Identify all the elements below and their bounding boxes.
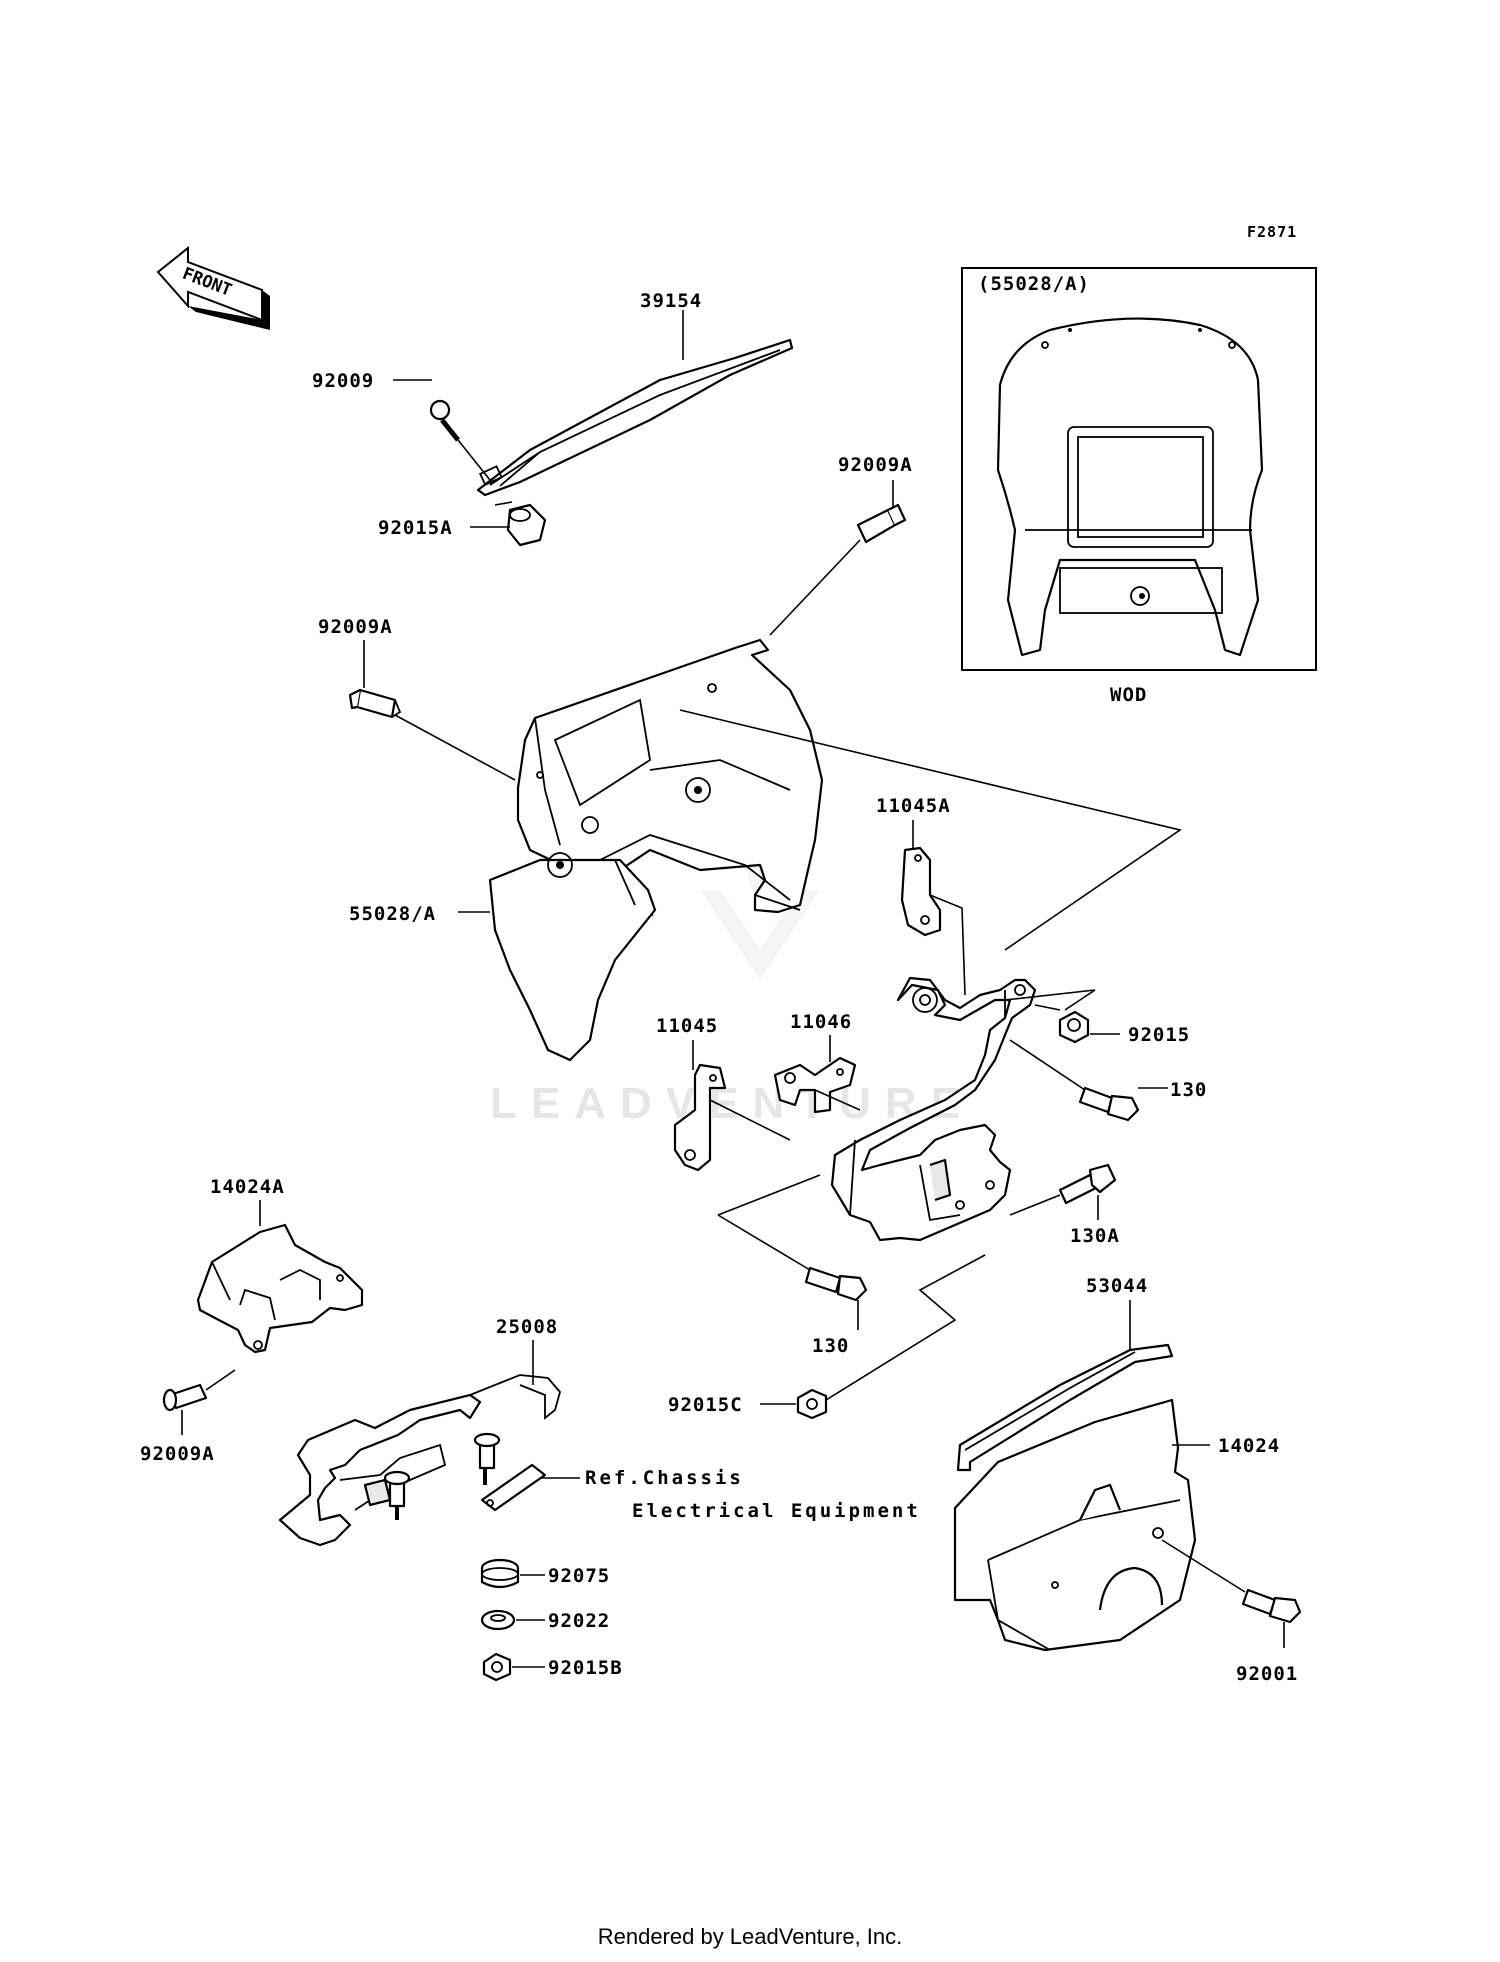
label-11045: 11045: [656, 1015, 718, 1037]
label-92009: 92009: [312, 370, 374, 392]
label-92022: 92022: [548, 1610, 610, 1632]
reference-line1: Ref.Chassis: [585, 1467, 744, 1489]
part-14024A-cover: [196, 1223, 364, 1354]
inset-title: (55028/A): [978, 273, 1090, 295]
part-headlight-bracket-frame: [830, 976, 1037, 1242]
part-11045A-bracket: [900, 846, 942, 937]
part-130-bolt-low: [804, 1266, 868, 1302]
part-14024-cover: [953, 1398, 1197, 1652]
label-92009A-top: 92009A: [838, 454, 913, 476]
label-92015A: 92015A: [378, 517, 453, 539]
part-92009A-bolt-top: [856, 503, 907, 544]
figure-id: F2871: [1247, 223, 1297, 241]
label-130A: 130A: [1070, 1225, 1120, 1247]
part-11045-bracket: [673, 1063, 727, 1172]
inset-caption: WOD: [1110, 684, 1147, 706]
front-arrow-icon: FRONT: [156, 245, 270, 330]
label-130-right: 130: [1170, 1079, 1207, 1101]
label-14024: 14024: [1218, 1435, 1280, 1457]
label-92015B: 92015B: [548, 1657, 623, 1679]
reference-line2: Electrical Equipment: [632, 1500, 921, 1522]
label-92009A-left: 92009A: [318, 616, 393, 638]
part-39154-windscreen-strip: [476, 338, 794, 497]
part-92015A-grommet: [506, 503, 547, 547]
part-11046-bracket: [773, 1056, 857, 1114]
part-92022-washer: [480, 1609, 516, 1631]
part-92075-grommet: [480, 1558, 520, 1589]
label-11045A: 11045A: [876, 795, 951, 817]
part-92015C-nut: [796, 1388, 828, 1420]
inset-box: (55028/A) WOD: [961, 267, 1317, 706]
part-92015-nut: [1058, 1010, 1090, 1044]
part-55028A-headlight-cowl: [488, 638, 824, 1062]
part-92009A-bolt-left: [348, 688, 402, 719]
footer-credit: Rendered by LeadVenture, Inc.: [597, 1924, 903, 1949]
part-53044-seal-strip: [956, 1343, 1174, 1472]
label-14024A: 14024A: [210, 1176, 285, 1198]
label-25008: 25008: [496, 1316, 558, 1338]
label-92009A-low: 92009A: [140, 1443, 215, 1465]
label-55028A: 55028/A: [349, 903, 436, 925]
part-92015B-nut: [482, 1652, 512, 1682]
part-92009A-bolt-low: [162, 1383, 208, 1412]
part-92001-bolt: [1241, 1588, 1302, 1624]
part-92009-screw: [429, 399, 460, 442]
label-130-low: 130: [812, 1335, 849, 1357]
label-92015C: 92015C: [668, 1394, 743, 1416]
label-53044: 53044: [1086, 1275, 1148, 1297]
headlight-cowl-front-view: [996, 317, 1264, 657]
label-11046: 11046: [790, 1011, 852, 1033]
part-130-bolt-right: [1078, 1086, 1140, 1122]
label-92015: 92015: [1128, 1024, 1190, 1046]
part-25008-bracket: [278, 1374, 561, 1547]
label-92075: 92075: [548, 1565, 610, 1587]
label-39154: 39154: [640, 290, 702, 312]
label-92001: 92001: [1236, 1663, 1298, 1685]
reference-strap: [480, 1463, 547, 1512]
part-130A-bolt: [1058, 1163, 1117, 1205]
